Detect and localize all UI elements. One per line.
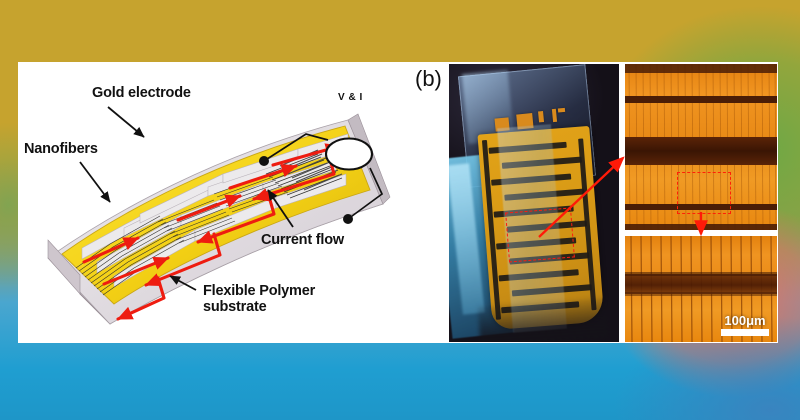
schematic-drawing [47,106,391,325]
electrode-band [625,96,777,103]
panel-a-schematic: Gold electrode Nanofibers Current flow F… [18,62,413,343]
label-meter-v-and-i: V & I [338,92,363,103]
contact-pad [551,108,558,123]
electrode-band [625,64,777,73]
device-photograph [449,64,619,342]
label-nanofibers: Nanofibers [24,141,98,157]
electrode-band-edge [625,292,777,296]
electrode-band [625,204,777,210]
label-gold-electrode: Gold electrode [92,85,191,101]
micrograph-roi-rectangle [677,172,731,214]
figure-card: Gold electrode Nanofibers Current flow F… [18,62,778,343]
label-current-flow: Current flow [261,232,344,248]
photo-bottom-shadow [477,297,609,342]
meter-leads [259,133,384,224]
scale-bar-label: 100μm [724,313,766,328]
leader-current-flow [267,189,294,228]
electrode-band-wide [625,137,777,165]
meter-circle [324,137,374,171]
scale-bar-line [721,329,769,336]
scale-bar: 100μm [721,314,769,336]
leader-flexible-polymer [169,275,197,291]
electrode-band-wide [625,274,777,294]
panel-b-label: (b) [415,66,442,91]
contact-pad [538,110,545,123]
leader-gold-electrode [107,106,145,138]
electrode-band [625,224,777,230]
label-leader-arrows [79,106,294,291]
contact-pad [557,107,566,113]
electrode-band-edge [625,272,777,276]
micrograph-top [625,64,777,230]
micrograph-bottom: 100μm [625,236,777,342]
label-flexible-polymer-substrate: Flexible Polymer substrate [203,283,316,315]
panel-b-photographs: (b) [413,62,778,343]
photo-roi-rectangle [505,207,575,263]
leader-nanofibers [79,161,111,203]
